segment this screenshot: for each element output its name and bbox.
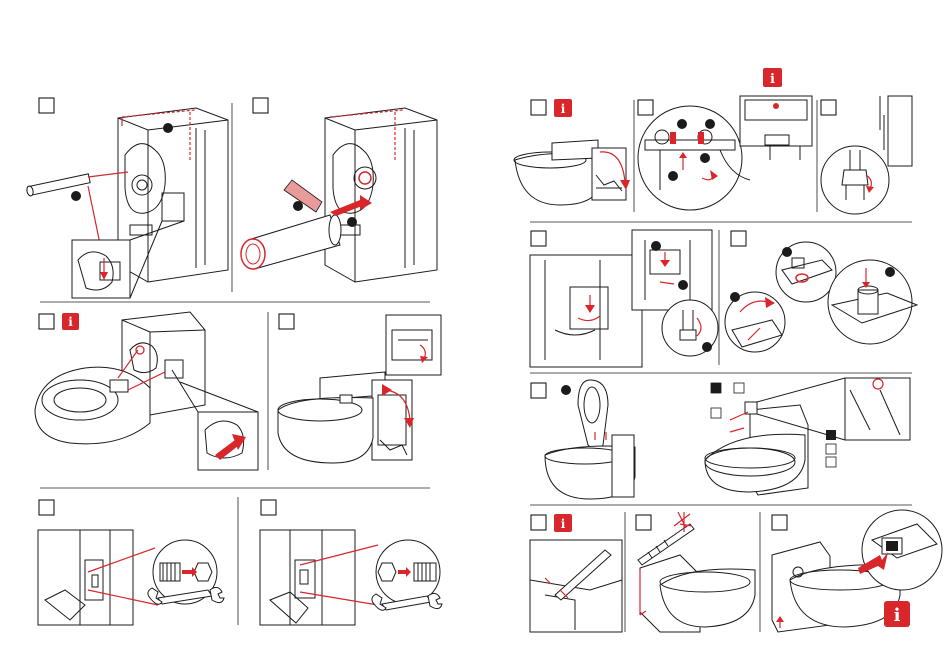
step-number-box: [531, 100, 546, 115]
toilet-lid: [578, 380, 608, 450]
step-panel-bowl-mount: i: [35, 312, 258, 470]
photo-inset: [845, 378, 910, 440]
threaded-nut: [414, 563, 436, 581]
toilet-bowl: [35, 367, 150, 444]
lubricant-tube: [284, 180, 322, 212]
installation-frame: [325, 108, 437, 282]
step-panel-frame-pipe: [26, 98, 228, 298]
step-number-box: [731, 231, 746, 246]
callout-dot: [668, 171, 678, 181]
step-panel-bowl-side: [278, 314, 441, 463]
step-panel-seat-lid: [531, 380, 635, 499]
step-number-box: [39, 98, 54, 113]
callout-dot: [293, 201, 303, 211]
callout-dot: [702, 342, 712, 352]
callout-dot: [678, 280, 688, 290]
step-number-box: [531, 231, 546, 246]
step-number-box: [531, 515, 546, 530]
step-number-box: [531, 383, 546, 398]
right-page: i i: [514, 68, 942, 632]
svg-text:i: i: [68, 315, 73, 329]
step-number-box: [636, 515, 651, 530]
hex-nut: [378, 563, 396, 581]
step-panel-frame-connector: [241, 98, 437, 282]
callout-dot: [347, 217, 357, 227]
callout-dot: [730, 292, 740, 302]
svg-text:i: i: [561, 517, 566, 531]
step-number-box: [39, 314, 54, 329]
step-panel-final-check: i: [772, 510, 942, 632]
callout-dot: [705, 119, 715, 129]
photo-inset: [530, 255, 642, 367]
step-number-box: [772, 515, 787, 530]
pipe: [28, 174, 91, 196]
callout-dot: [700, 153, 710, 163]
toilet-bowl: [278, 398, 373, 464]
step-panel-seat-mount: [725, 231, 917, 352]
step-panel-seat-install: [705, 378, 910, 495]
step-panel-wrench-2: [260, 500, 442, 625]
step-panel-remote-cut: [636, 512, 755, 632]
installation-frame: [118, 108, 228, 282]
toilet-bowl: [515, 153, 600, 205]
detail-inset: [198, 412, 258, 470]
callout-dot: [677, 119, 687, 129]
step-number-box: [261, 500, 276, 515]
step-panel-valve-connection: [638, 96, 812, 210]
step-number-box: [253, 98, 268, 113]
callout-dot: [71, 191, 81, 201]
step-number-box: [821, 100, 836, 115]
step-panel-cleaning: i: [530, 514, 622, 632]
step-panel-hose-detail: [821, 96, 912, 214]
step-panel-bowl-open: i: [514, 99, 630, 205]
left-page: i: [26, 98, 442, 625]
callout-dot: [651, 241, 661, 251]
step-panel-frame-open: [530, 230, 718, 367]
callout-dot: [782, 247, 792, 257]
svg-text:i: i: [561, 102, 566, 116]
detail-inset: [386, 315, 441, 375]
callout-dot: [163, 123, 173, 133]
svg-text:i: i: [770, 72, 775, 87]
callout-dot: [561, 385, 571, 395]
callout-dot: [885, 267, 895, 277]
detail-circle: [638, 106, 742, 210]
step-number-box: [638, 100, 653, 115]
svg-text:i: i: [894, 605, 901, 626]
step-number-box: [39, 500, 54, 515]
step-number-box: [279, 314, 294, 329]
step-panel-wrench-1: [38, 500, 224, 625]
